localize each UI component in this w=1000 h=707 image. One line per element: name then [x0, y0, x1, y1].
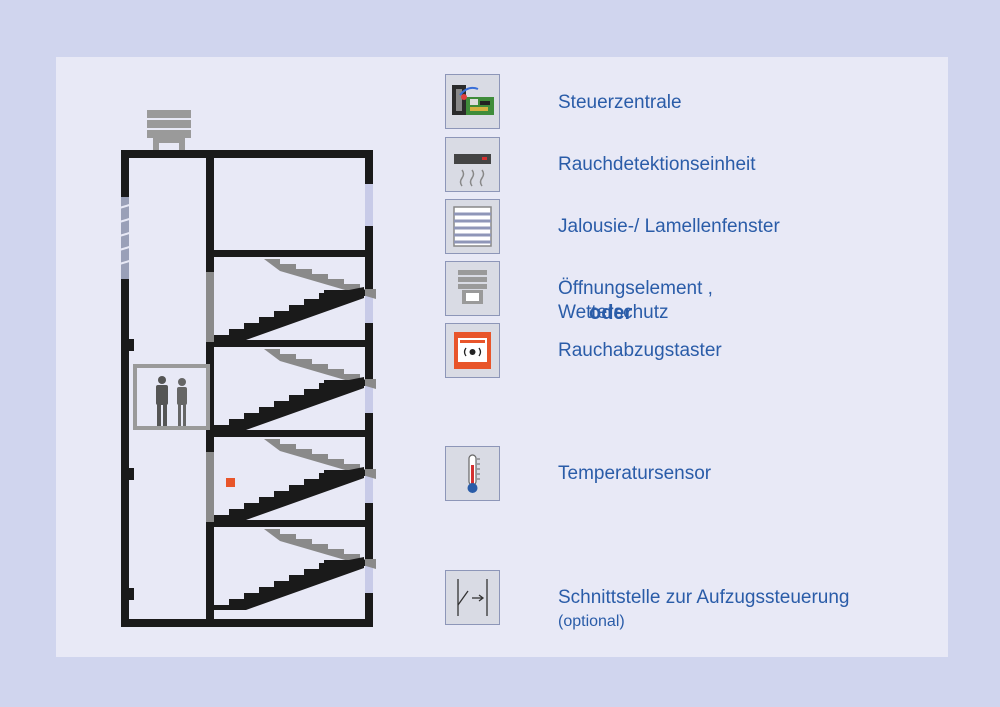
stair-flight-upper [264, 259, 376, 299]
legend-label-schnittstelle-sub: (optional) [558, 613, 625, 630]
legend-label-temperatur: Temperatursensor [558, 463, 712, 484]
legend-label-schnittstelle: Schnittstelle zur Aufzugssteuerung (opti… [558, 586, 850, 634]
stair-flight-upper [264, 529, 376, 569]
stair-landing [324, 290, 365, 296]
smoke-vent-button-marker [226, 478, 235, 487]
elevator-interface-switch-icon [445, 570, 500, 625]
wall-fittings [129, 339, 134, 600]
stair-landing [324, 380, 365, 386]
smoke-vent-button-icon [445, 323, 500, 378]
legend-label-rauchdetektion: Rauchdetektionseinheit [558, 154, 756, 175]
elevator-cabin [133, 364, 210, 430]
louvre-window-icon [445, 199, 500, 254]
legend-separator-oder: oder [589, 302, 633, 324]
stair-flight-lower [214, 557, 364, 610]
legend-label-oeffnung-line1: Öffnungselement , [558, 278, 713, 299]
legend-label-schnittstelle-main: Schnittstelle zur Aufzugssteuerung [558, 587, 850, 608]
stair-landing [324, 560, 365, 566]
roof-vent [147, 110, 191, 156]
staircases [214, 259, 376, 610]
diagram-panel: Steuerzentrale Rauchdetektionseinheit [56, 57, 948, 657]
stair-flight-upper [264, 349, 376, 389]
roof-vent-icon [445, 261, 500, 316]
smoke-detector-icon [445, 137, 500, 192]
thermometer-icon [445, 446, 500, 501]
legend-label-oeffnung: Öffnungselement , Wetterschutz [558, 277, 713, 325]
stair-flight-lower [214, 467, 364, 520]
stair-flight-lower [214, 377, 364, 430]
legend-label-steuerzentrale: Steuerzentrale [558, 92, 682, 113]
building-section [115, 110, 376, 627]
stair-landing [324, 470, 365, 476]
control-unit-icon [445, 74, 500, 129]
legend-label-jalousie: Jalousie-/ Lamellenfenster [558, 216, 780, 237]
legend-label-rauchabzug: Rauchabzugstaster [558, 340, 722, 361]
shaft-openings [206, 272, 214, 522]
stair-flight-lower [214, 287, 364, 340]
legend-label-oeffnung-line2: Wetterschutz [558, 302, 669, 323]
right-wall-windows [365, 184, 373, 593]
stair-flight-upper [264, 439, 376, 479]
left-wall-louvres [115, 197, 137, 279]
